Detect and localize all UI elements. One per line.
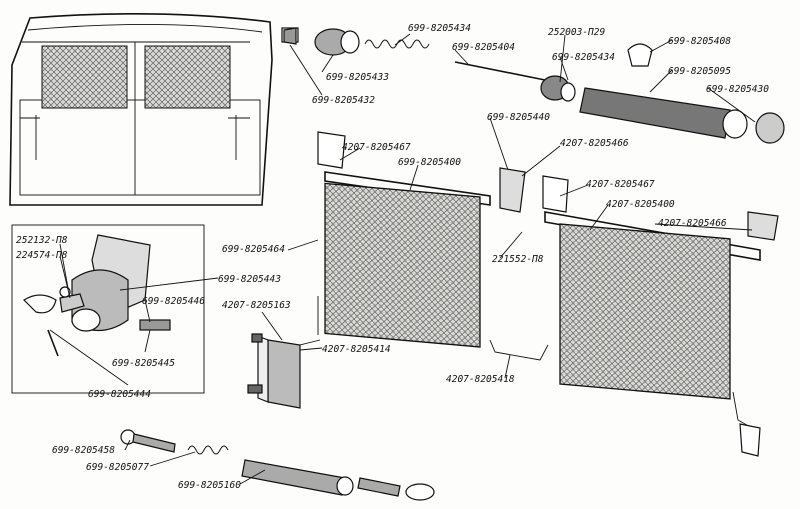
part-label: 699-8205434: [552, 52, 615, 63]
part-label: 4207-8205467: [342, 142, 411, 153]
part-label: 4207-8205467: [586, 179, 655, 190]
part-label: 699-8205077: [86, 462, 149, 473]
part-label: 699-8205095: [668, 66, 731, 77]
part-label: 4207-8205414: [322, 344, 391, 355]
part-label: 699-8205443: [218, 274, 281, 285]
bracket-detail-inset: [11, 224, 205, 394]
part-label: 4207-8205466: [560, 138, 629, 149]
mesh-panel-left: [324, 182, 481, 348]
part-label: 699-8205445: [112, 358, 175, 369]
part-label: 699-8205444: [88, 389, 151, 400]
part-label: 699-8205400: [398, 157, 461, 168]
leader-lines: [49, 33, 756, 485]
cab-mesh-left: [41, 45, 128, 109]
part-label: 252003-П29: [548, 27, 605, 38]
part-label: 224574-П8: [16, 250, 68, 261]
part-labels: 699-8205434 699-8205404 252003-П29 699-8…: [16, 23, 769, 491]
part-label: 4207-8205418: [446, 374, 515, 385]
part-label: 4207-8205163: [222, 300, 291, 311]
part-label: 699-8205404: [452, 42, 515, 53]
part-label: 699-8205440: [487, 112, 550, 123]
part-label: 4207-8205466: [658, 218, 727, 229]
hinge-block: [247, 333, 301, 409]
part-label: 699-8205458: [52, 445, 115, 456]
shaft-parts-top: [281, 27, 785, 144]
part-label: 699-8205160: [178, 480, 241, 491]
part-label: 699-8205432: [312, 95, 375, 106]
sun-visor-assembly: [299, 131, 779, 457]
part-label: 252132-П8: [16, 235, 68, 246]
part-label: 699-8205408: [668, 36, 731, 47]
part-label: 699-8205430: [706, 84, 769, 95]
part-label: 221552-П8: [492, 254, 544, 265]
cab-windshield-view: [9, 13, 273, 206]
part-label: 4207-8205400: [606, 199, 675, 210]
latch-parts-bottom: [120, 429, 435, 501]
cab-mesh-right: [144, 45, 231, 109]
part-label: 699-8205446: [142, 296, 205, 307]
part-label: 699-8205433: [326, 72, 389, 83]
part-label: 699-8205434: [408, 23, 471, 34]
mesh-panel-right: [559, 223, 731, 400]
part-label: 699-8205464: [222, 244, 285, 255]
